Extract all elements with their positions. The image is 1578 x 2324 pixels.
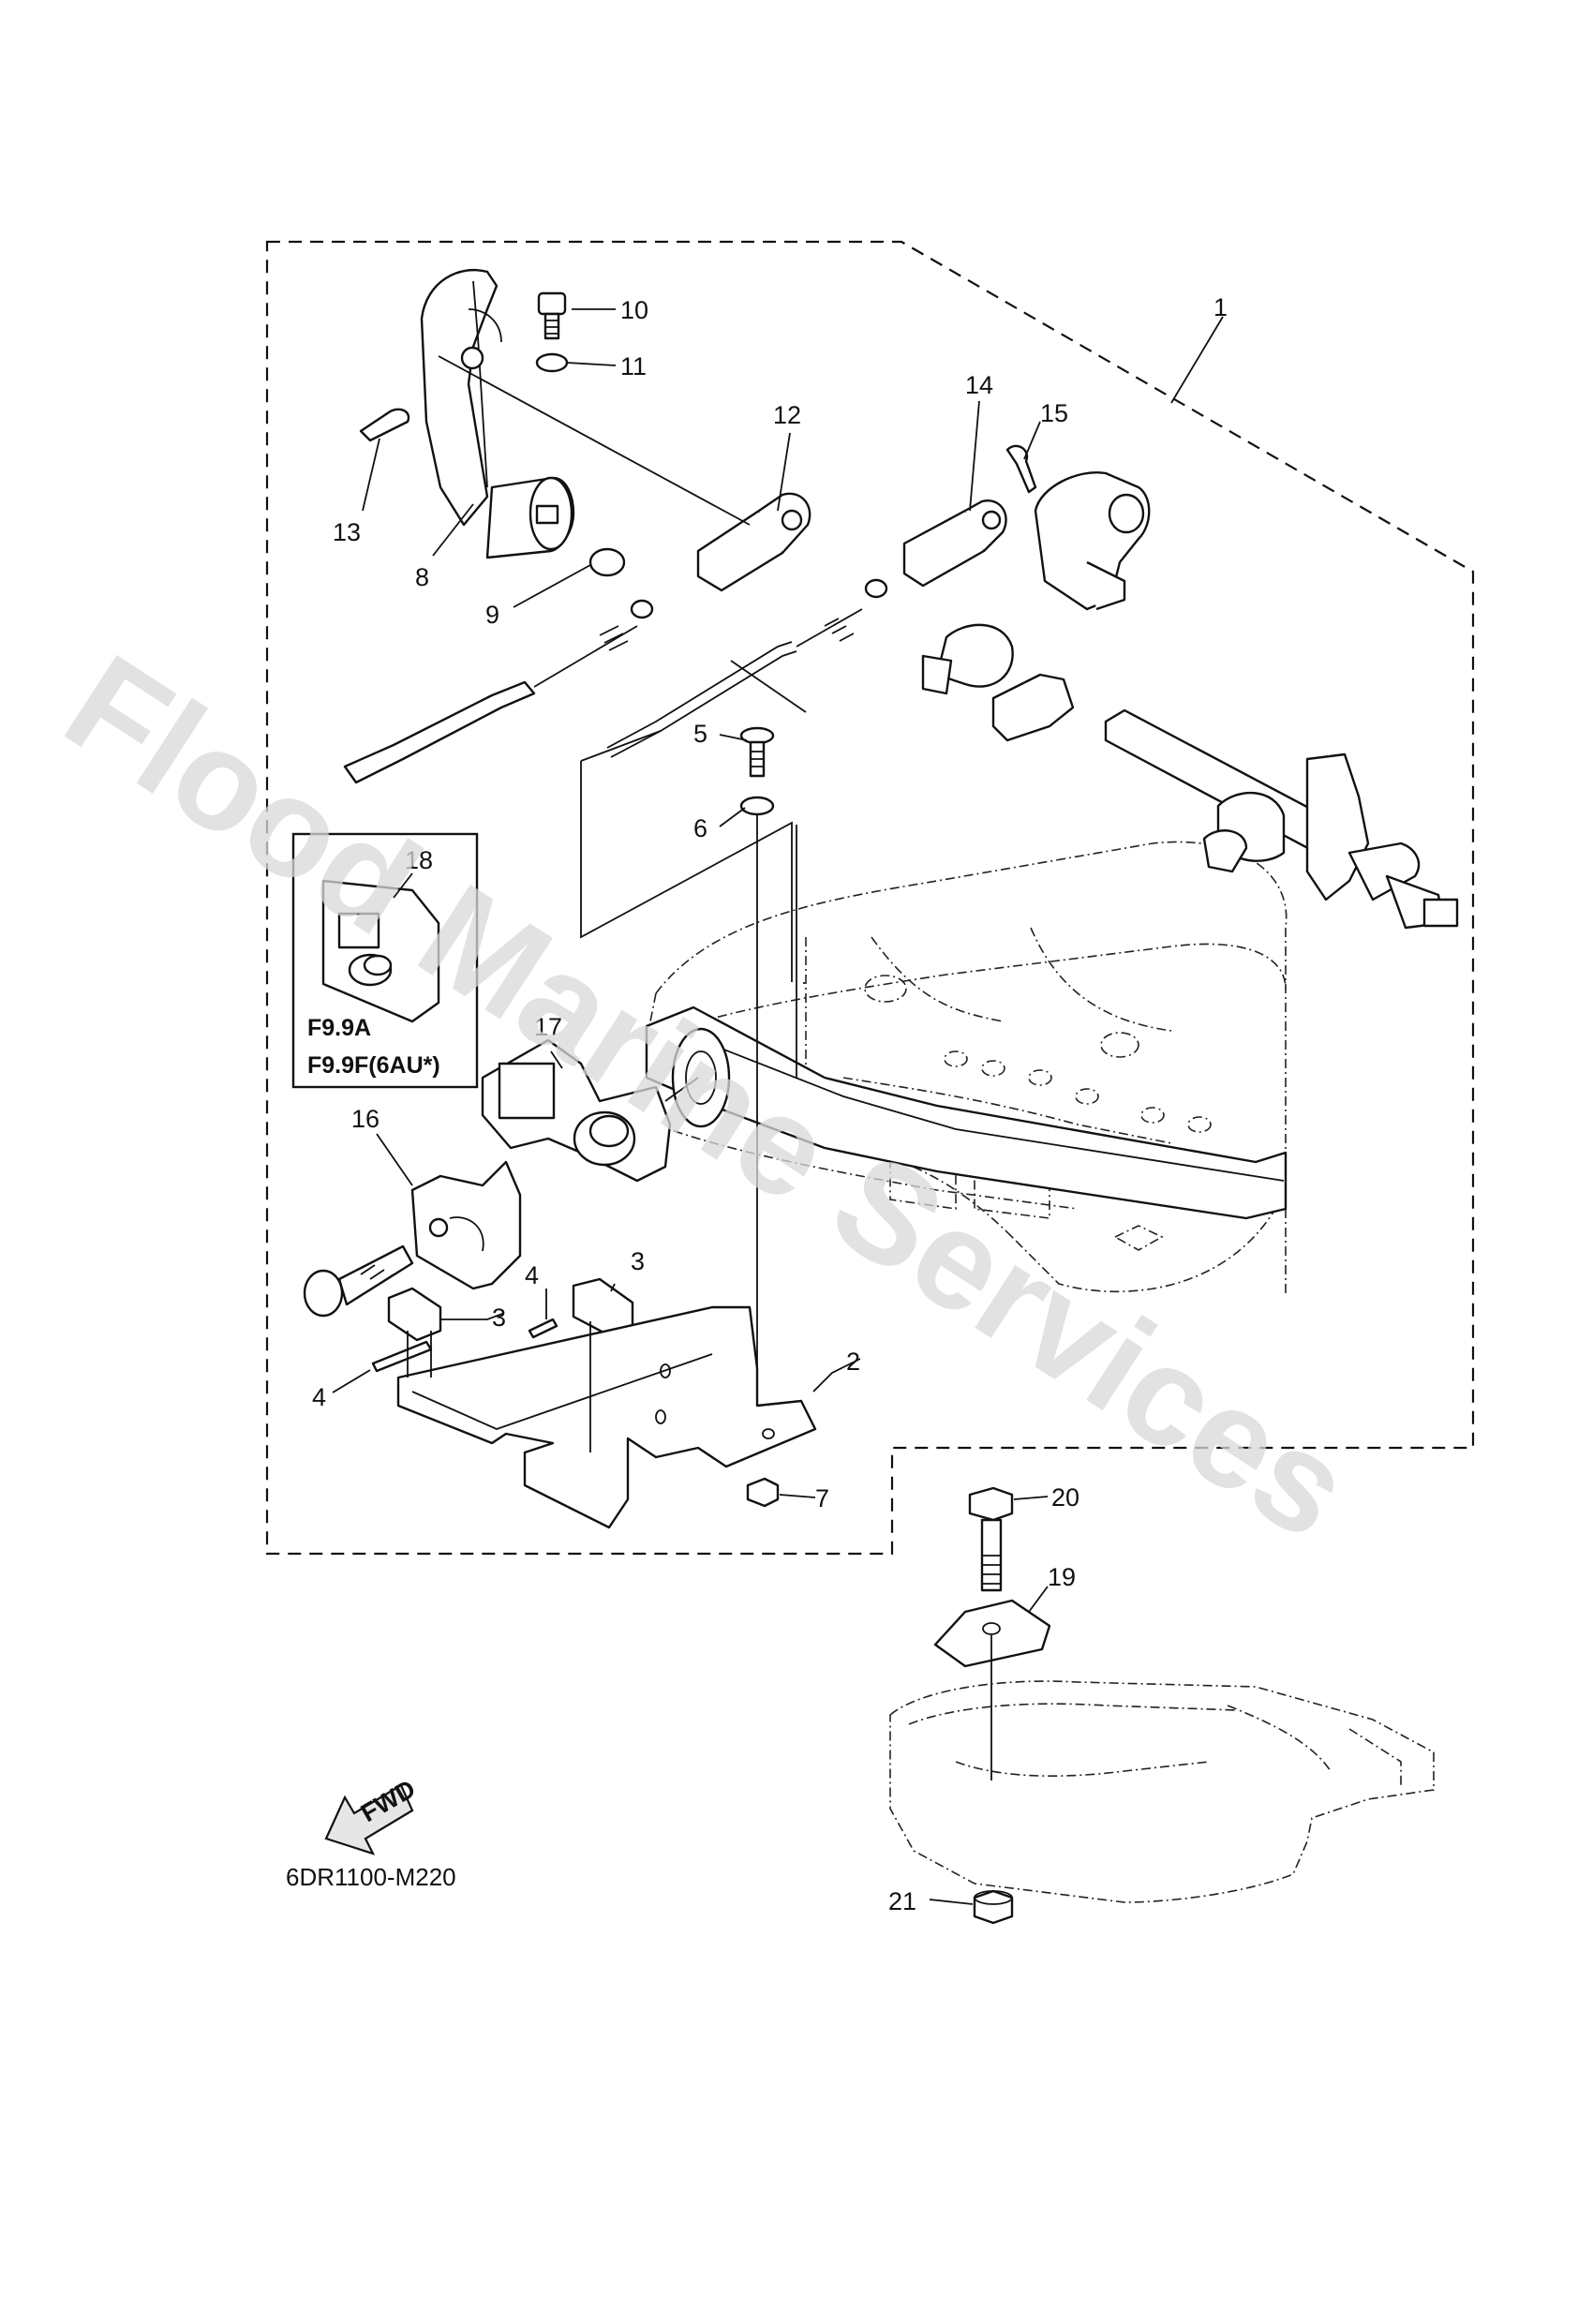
callout-10: 10: [620, 296, 648, 324]
callout-5: 5: [693, 720, 707, 748]
part-10-bolt: [537, 291, 567, 340]
callout-2: 2: [846, 1348, 860, 1376]
shift-cable-lower: [606, 578, 888, 758]
cable-guide-box: [580, 761, 793, 982]
callout-4-left: 4: [312, 1383, 326, 1411]
leader-lines: [332, 308, 1224, 1905]
engine-casing-outline: [646, 841, 1288, 1293]
callout-4-right: 4: [525, 1261, 539, 1289]
inset-model-2: F9.9F(6AU*): [307, 1052, 440, 1079]
fwd-arrow-icon: FWD: [324, 1774, 420, 1855]
callout-1: 1: [1213, 293, 1228, 321]
inset-part-number: 18: [405, 846, 433, 874]
part-13-clip: [359, 408, 410, 442]
part-12-joint: [696, 492, 811, 592]
callout-16: 16: [351, 1105, 380, 1133]
callout-13: 13: [333, 518, 361, 546]
part-21-nut: [973, 1889, 1014, 1925]
part-15-clip: [1005, 444, 1037, 494]
callout-7: 7: [815, 1484, 829, 1512]
part-4-pin-left: [371, 1340, 433, 1373]
part-8-shift-lever: [420, 268, 575, 559]
callout-14: 14: [965, 371, 993, 399]
part-4-pin-right: [528, 1318, 558, 1339]
part-17-stopper: [481, 1038, 672, 1183]
callout-20: 20: [1051, 1483, 1079, 1512]
callout-8: 8: [415, 563, 429, 591]
part-5-bolt: [739, 726, 775, 778]
callout-9: 9: [485, 601, 499, 629]
shift-shaft-assembly: [921, 623, 1459, 930]
swivel-bracket: [889, 1680, 1435, 1903]
callout-21: 21: [888, 1887, 916, 1915]
callout-3-left: 3: [492, 1304, 506, 1332]
callout-labels: 1 2 3 3 4 4 5 6 7 8 9 10 11 12 13 14 15 …: [312, 293, 1228, 1915]
part-7-nut: [746, 1477, 780, 1508]
callout-19: 19: [1048, 1563, 1076, 1591]
callout-6: 6: [693, 814, 707, 842]
part-2-plate: [396, 1305, 817, 1529]
engine-bracket: [645, 1006, 1288, 1220]
callout-11: 11: [620, 352, 647, 380]
assembly-boundary: [265, 240, 1475, 1556]
callout-12: 12: [773, 401, 801, 429]
inset-box: [291, 832, 479, 1089]
part-9-oring: [588, 547, 626, 577]
part-6-washer: [739, 796, 775, 816]
part-16-plate: [410, 1160, 522, 1290]
callout-17: 17: [534, 1013, 562, 1041]
part-20-bolt: [968, 1486, 1014, 1592]
part-3-block-left: [387, 1287, 442, 1342]
part-14-joint: [902, 499, 1007, 588]
inset-model-1: F9.9A: [307, 1015, 371, 1041]
shift-linkage-arm: [1034, 471, 1151, 611]
part-11-washer: [535, 352, 569, 373]
callout-3-right: 3: [631, 1247, 645, 1275]
drawing-code: 6DR1100-M220: [286, 1863, 456, 1891]
part-19-plate: [933, 1599, 1051, 1668]
part-16-bolt: [303, 1244, 414, 1318]
shift-cable-upper: [343, 599, 654, 784]
callout-15: 15: [1040, 399, 1068, 427]
